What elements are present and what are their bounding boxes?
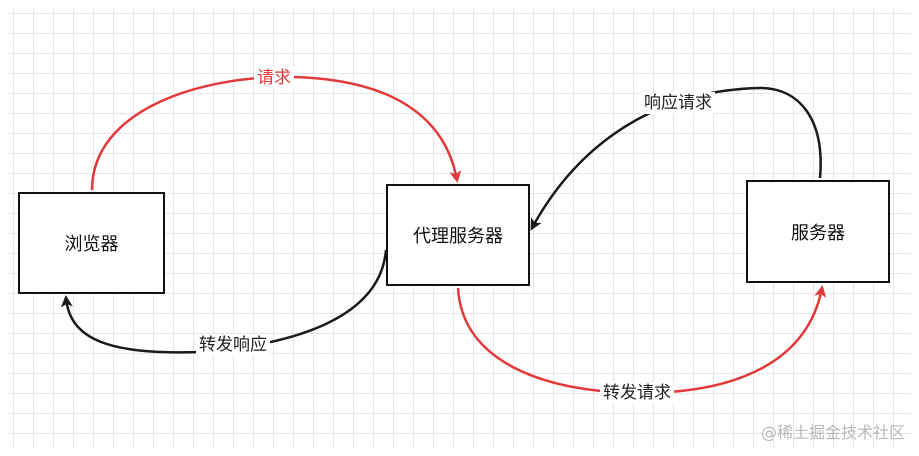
edge-response-request-arrow [530,86,822,231]
node-proxy-server-label: 代理服务器 [413,226,503,247]
node-server: 服务器 [746,180,890,283]
node-server-label: 服务器 [791,222,845,244]
edge-forward-request-arrow [456,285,827,395]
edge-request-arrow [90,75,462,191]
edge-label-response-request: 响应请求 [641,92,715,114]
watermark: @稀土掘金技术社区 [760,423,905,442]
edge-label-forward-request: 转发请求 [600,382,674,404]
node-browser: 浏览器 [18,192,165,294]
edge-label-request: 请求 [254,67,294,89]
node-browser-label: 浏览器 [64,234,119,255]
node-proxy-server: 代理服务器 [386,184,530,286]
edge-label-forward-response: 转发响应 [196,334,270,356]
